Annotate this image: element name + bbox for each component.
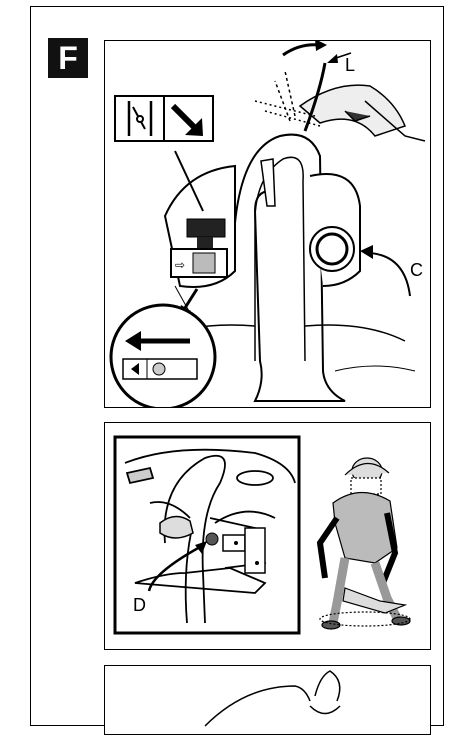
label-l: L bbox=[345, 55, 355, 75]
section-badge: F bbox=[48, 38, 88, 78]
operator-figure bbox=[320, 458, 410, 629]
operator-illustration: D bbox=[105, 423, 431, 650]
handle-grip bbox=[160, 516, 193, 538]
partial-illustration bbox=[105, 666, 431, 735]
chain-brake-sketch bbox=[255, 63, 425, 141]
zoom-detail-circle bbox=[111, 305, 215, 408]
label-d: D bbox=[133, 595, 146, 615]
choke-knob bbox=[187, 219, 225, 237]
panel-partial bbox=[104, 665, 431, 735]
panel-controls: ⇨ L C bbox=[104, 40, 431, 408]
label-c: C bbox=[410, 260, 423, 280]
panel-operator: D bbox=[104, 422, 431, 650]
chainsaw-top-illustration: ⇨ L C bbox=[105, 41, 431, 408]
svg-text:⇨: ⇨ bbox=[175, 258, 185, 272]
arrow-l-icon bbox=[283, 45, 320, 55]
